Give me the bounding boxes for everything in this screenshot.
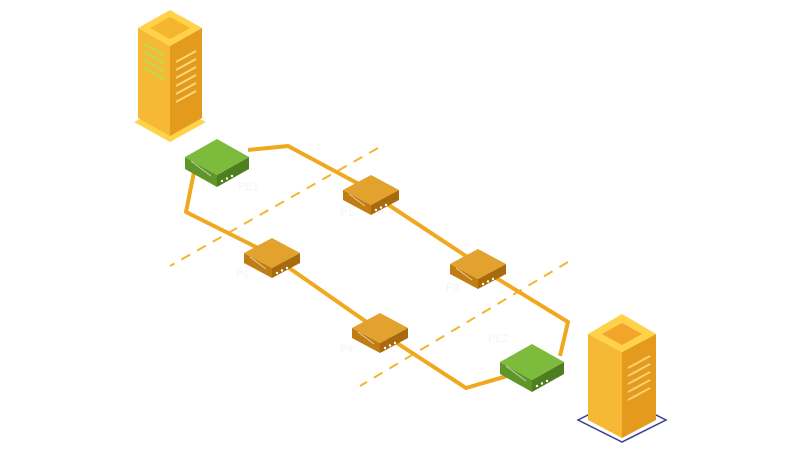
server-right-top-inset <box>602 323 642 345</box>
router-left-face <box>352 328 380 353</box>
link-pe1-p1 <box>247 144 371 192</box>
node-labels: PE1 P1 P2 P3 P4 PE2 <box>236 181 509 355</box>
server-right-front <box>588 334 622 438</box>
router-right-face <box>272 253 300 278</box>
label-p-bottom: P4 <box>340 343 353 355</box>
router-indicator-light <box>225 177 229 180</box>
router-port-slot <box>455 267 473 281</box>
router-port-slot <box>249 256 267 270</box>
dashed-boundary-upper <box>169 147 379 267</box>
router-indicator-light <box>486 280 490 283</box>
router-port-slot <box>190 160 212 177</box>
dashed-boundary-lower <box>359 261 569 387</box>
link-p1-p3 <box>370 192 480 266</box>
router-indicator-light <box>374 208 378 212</box>
router-port-slot <box>357 331 375 345</box>
router-indicator-light <box>384 203 388 207</box>
router-indicator-light <box>491 277 495 281</box>
server-left <box>134 10 206 142</box>
router-indicator-light <box>481 282 485 286</box>
server-left-side <box>170 28 202 136</box>
label-p-left: P2 <box>236 269 249 281</box>
router-left-face <box>244 253 272 278</box>
router-top-face <box>500 344 564 380</box>
label-p-top: P1 <box>340 207 353 219</box>
router-indicator-light <box>230 174 234 178</box>
router-top-face <box>352 313 408 343</box>
router-indicator-light <box>388 344 392 347</box>
router-p-left[interactable] <box>244 238 300 278</box>
server-left-vents <box>143 43 165 80</box>
server-right <box>576 314 668 443</box>
router-left-face <box>500 362 532 392</box>
server-left-side-vents <box>175 50 197 103</box>
router-indicator-light <box>220 179 224 183</box>
router-port-slot <box>505 365 527 382</box>
server-left-top-inset <box>150 17 190 39</box>
router-left-face <box>343 190 371 215</box>
label-pe-right: PE2 <box>488 333 509 345</box>
router-indicator-light <box>540 382 544 385</box>
router-right-face <box>380 328 408 353</box>
link-pe1-p2 <box>184 171 271 256</box>
router-indicator-light <box>545 379 549 383</box>
router-p-bottom[interactable] <box>352 313 408 353</box>
router-p-right[interactable] <box>450 249 506 289</box>
router-right-face <box>532 362 564 392</box>
router-top-face <box>185 139 249 175</box>
routers <box>185 139 564 392</box>
router-indicator-light <box>379 206 383 209</box>
router-indicator-light <box>285 266 289 270</box>
router-p-top[interactable] <box>343 175 399 215</box>
router-pe-left[interactable] <box>185 139 249 187</box>
router-top-face <box>244 238 300 268</box>
router-pe-right[interactable] <box>500 344 564 392</box>
server-right-vents <box>627 355 651 401</box>
router-left-face <box>450 264 478 289</box>
router-right-face <box>371 190 399 215</box>
router-top-face <box>343 175 399 205</box>
server-left-front <box>138 28 170 136</box>
router-indicator-light <box>535 384 539 388</box>
router-indicator-light <box>275 271 279 275</box>
label-pe-left: PE1 <box>238 181 259 193</box>
router-indicator-light <box>383 346 387 350</box>
router-port-slot <box>348 193 366 207</box>
label-p-right: P3 <box>446 282 459 294</box>
router-right-face <box>478 264 506 289</box>
router-right-face <box>217 157 249 187</box>
router-top-face <box>450 249 506 279</box>
router-left-face <box>185 157 217 187</box>
domain-boundaries <box>169 147 569 387</box>
router-indicator-light <box>280 269 284 272</box>
link-p3-pe2 <box>478 266 570 357</box>
router-indicator-light <box>393 341 397 345</box>
